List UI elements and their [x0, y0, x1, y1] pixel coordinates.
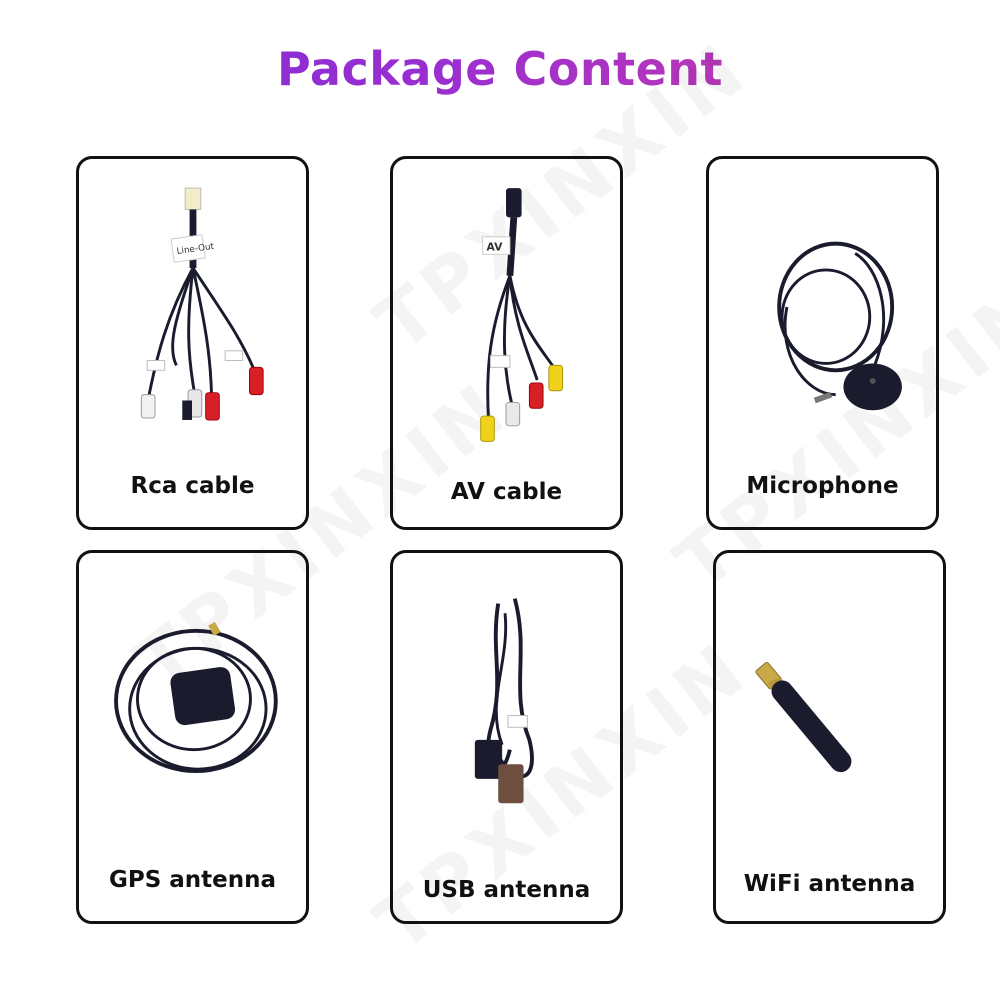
- usb-antenna-icon: [474, 598, 534, 804]
- card-gps-antenna: GPS antenna: [76, 550, 309, 924]
- card-wifi-antenna: WiFi antenna: [713, 550, 946, 924]
- item-label: WiFi antenna: [743, 871, 916, 897]
- gps-antenna-icon: [114, 621, 278, 774]
- rca-cable-icon: Line-Out: [140, 187, 264, 421]
- card-av-cable: AV AV cable: [390, 156, 623, 530]
- page-title: Package Content: [0, 42, 1000, 96]
- item-label: AV cable: [450, 479, 563, 505]
- card-rca-cable: Line-Out Rca cable: [76, 156, 309, 530]
- item-label: Rca cable: [130, 473, 255, 499]
- item-label: USB antenna: [422, 877, 591, 903]
- item-label: Microphone: [746, 473, 899, 499]
- item-label: GPS antenna: [108, 867, 277, 893]
- cable-tag: AV: [487, 240, 504, 253]
- card-usb-antenna: USB antenna: [390, 550, 623, 924]
- wifi-antenna-icon: [755, 661, 852, 773]
- av-cable-icon: AV: [480, 188, 564, 442]
- card-microphone: Microphone: [706, 156, 939, 530]
- microphone-icon: [777, 241, 902, 411]
